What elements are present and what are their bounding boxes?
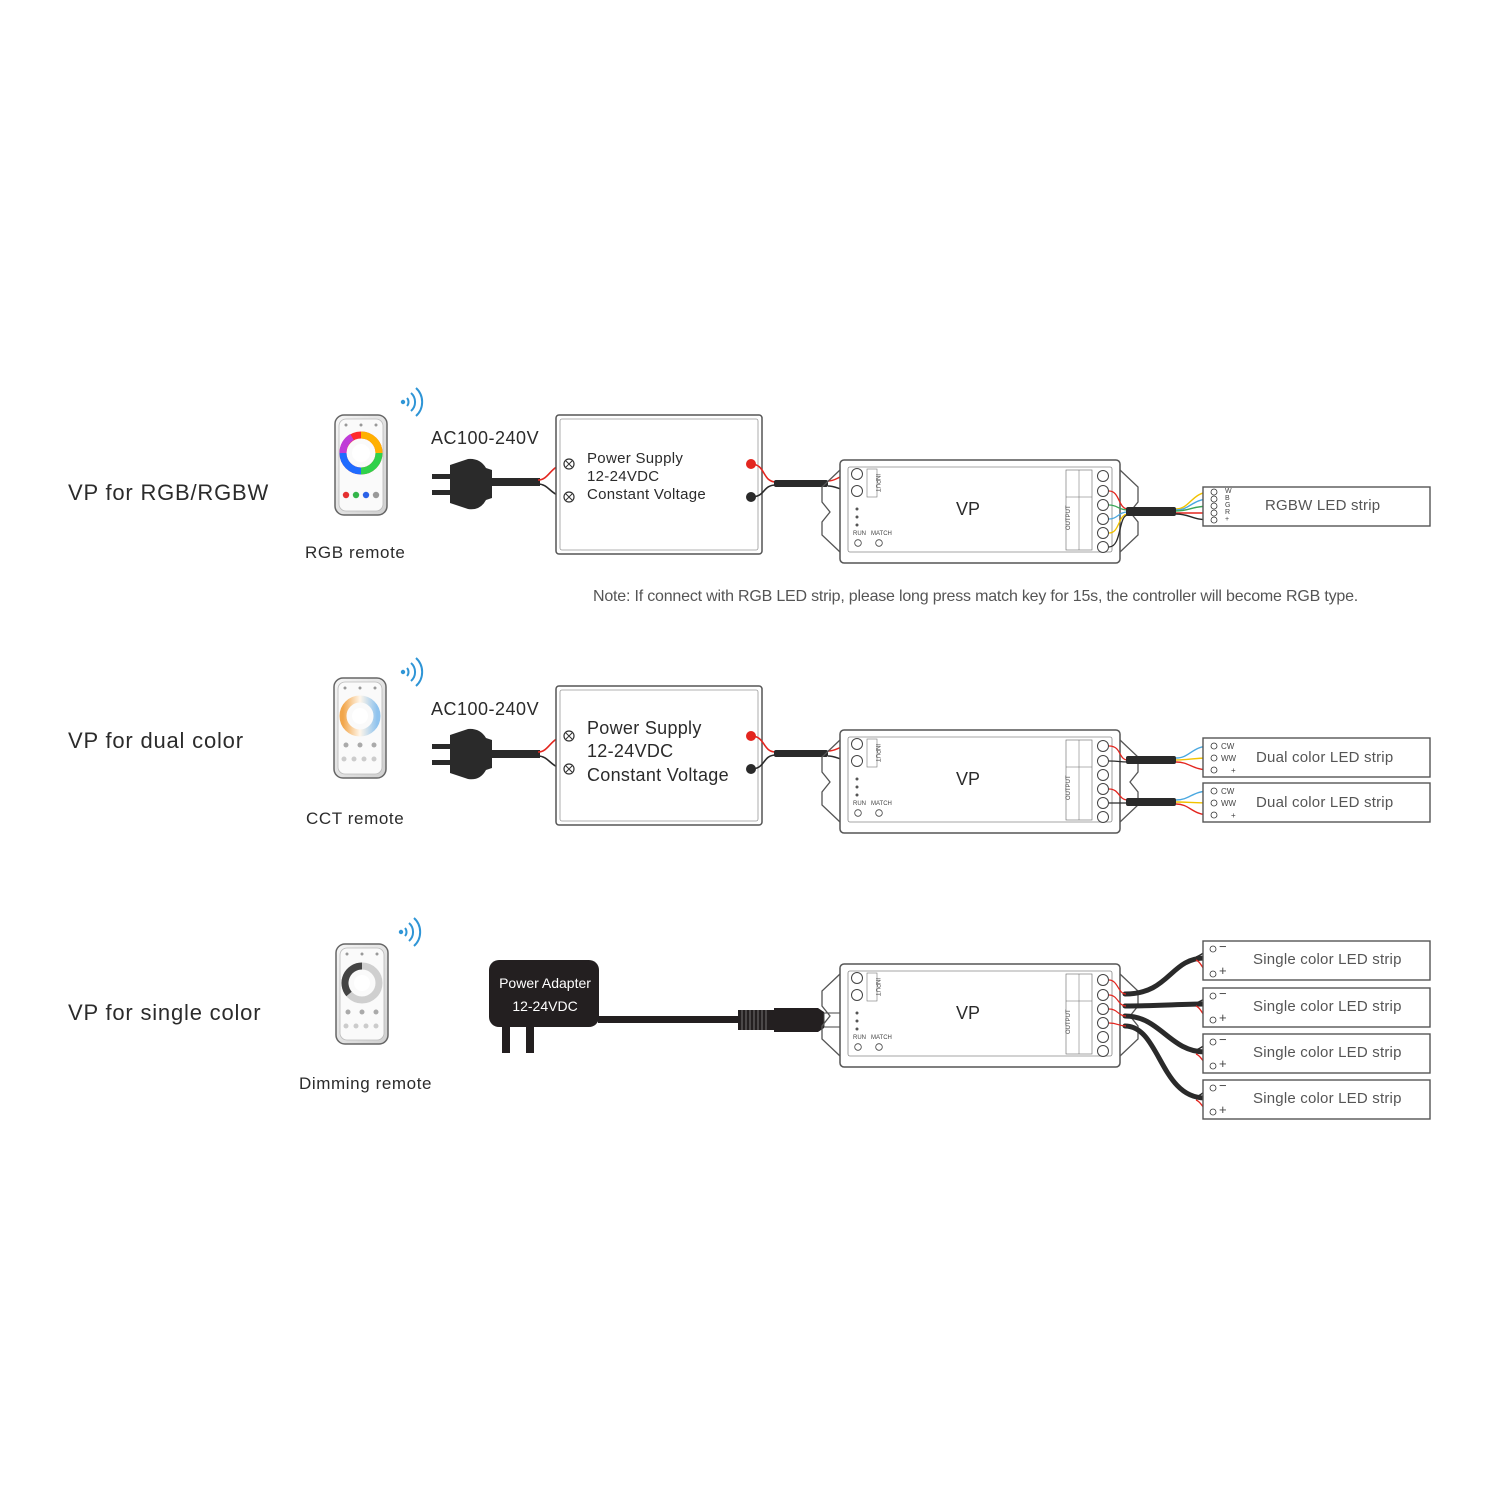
screw-terminal-icon: [563, 458, 575, 503]
vp-controller: [821, 729, 1139, 834]
power-supply-line1: Power Supply: [587, 450, 684, 467]
strip-label-single-2: Single color LED strip: [1253, 998, 1402, 1015]
strip-pin-labels: −+: [1219, 986, 1227, 1025]
output-label: OUTPUT: [1066, 775, 1072, 800]
match-label: MATCH: [871, 801, 892, 807]
rgbw-led-strip: [1202, 486, 1431, 527]
cct-remote: [333, 677, 387, 779]
ac-voltage-label: AC100-240V: [431, 428, 540, 448]
ac-plug-icon: [432, 458, 540, 510]
single-color-led-strip: [1202, 1033, 1431, 1074]
match-label: MATCH: [871, 1035, 892, 1041]
match-label: MATCH: [871, 531, 892, 537]
wifi-signal-icon: [400, 387, 424, 417]
single-color-led-strip: [1202, 1079, 1431, 1120]
strip-label-rgbw: RGBW LED strip: [1265, 497, 1381, 514]
ac-voltage-label: AC100-240V: [431, 699, 540, 719]
input-label: INPUT: [874, 978, 880, 996]
row-title-rgb: VP for RGB/RGBW: [68, 480, 270, 505]
power-supply-box: [555, 685, 763, 826]
dimming-wheel-icon: [341, 962, 383, 1004]
strip-label-single-4: Single color LED strip: [1253, 1090, 1402, 1107]
input-label: INPUT: [874, 474, 880, 492]
controller-label: VP: [956, 769, 981, 789]
strip-label-single-1: Single color LED strip: [1253, 951, 1402, 968]
run-label: RUN: [853, 531, 866, 537]
remote-label-dimming: Dimming remote: [299, 1074, 433, 1093]
run-label: RUN: [853, 1035, 866, 1041]
screw-terminal-icon: [563, 730, 575, 775]
adapter-line2: 12-24VDC: [512, 998, 578, 1014]
ac-plug-icon: [432, 728, 540, 780]
input-label: INPUT: [874, 744, 880, 762]
strip-label-dual-2: Dual color LED strip: [1256, 794, 1394, 811]
output-label: OUTPUT: [1066, 505, 1072, 530]
power-supply-line2: 12-24VDC: [587, 468, 660, 485]
dual-color-led-strip: [1202, 782, 1431, 823]
strip-label-single-3: Single color LED strip: [1253, 1044, 1402, 1061]
wifi-signal-icon: [398, 917, 422, 947]
single-color-led-strip: [1202, 987, 1431, 1028]
strip-pin-labels: −+: [1219, 939, 1227, 978]
dual-color-led-strip: [1202, 737, 1431, 778]
color-wheel-icon: [339, 431, 383, 475]
power-adapter: [489, 960, 843, 1053]
output-label: OUTPUT: [1066, 1009, 1072, 1034]
cct-wheel-icon: [339, 695, 381, 737]
controller-label: VP: [956, 499, 981, 519]
rgb-remote: [334, 414, 388, 516]
vp-controller: [821, 963, 1139, 1068]
remote-label-cct: CCT remote: [306, 809, 405, 828]
power-supply-line1: Power Supply: [587, 718, 702, 738]
power-supply-line3: Constant Voltage: [587, 765, 729, 785]
dimming-remote: [335, 943, 389, 1045]
wifi-signal-icon: [400, 657, 424, 687]
remote-label-rgb: RGB remote: [305, 543, 406, 562]
adapter-line1: Power Adapter: [499, 975, 591, 991]
power-supply-line3: Constant Voltage: [587, 486, 707, 503]
controller-label: VP: [956, 1003, 981, 1023]
note-text: Note: If connect with RGB LED strip, ple…: [593, 588, 1359, 605]
strip-label-dual-1: Dual color LED strip: [1256, 749, 1394, 766]
row-title-single: VP for single color: [68, 1000, 262, 1025]
run-label: RUN: [853, 801, 866, 807]
strip-pin-labels: −+: [1219, 1032, 1227, 1071]
power-supply-box: [555, 414, 763, 555]
power-supply-line2: 12-24VDC: [587, 741, 674, 761]
strip-pin-labels: −+: [1219, 1078, 1227, 1117]
row-title-dual: VP for dual color: [68, 728, 244, 753]
single-color-led-strip: [1202, 940, 1431, 981]
vp-controller: [821, 459, 1139, 564]
